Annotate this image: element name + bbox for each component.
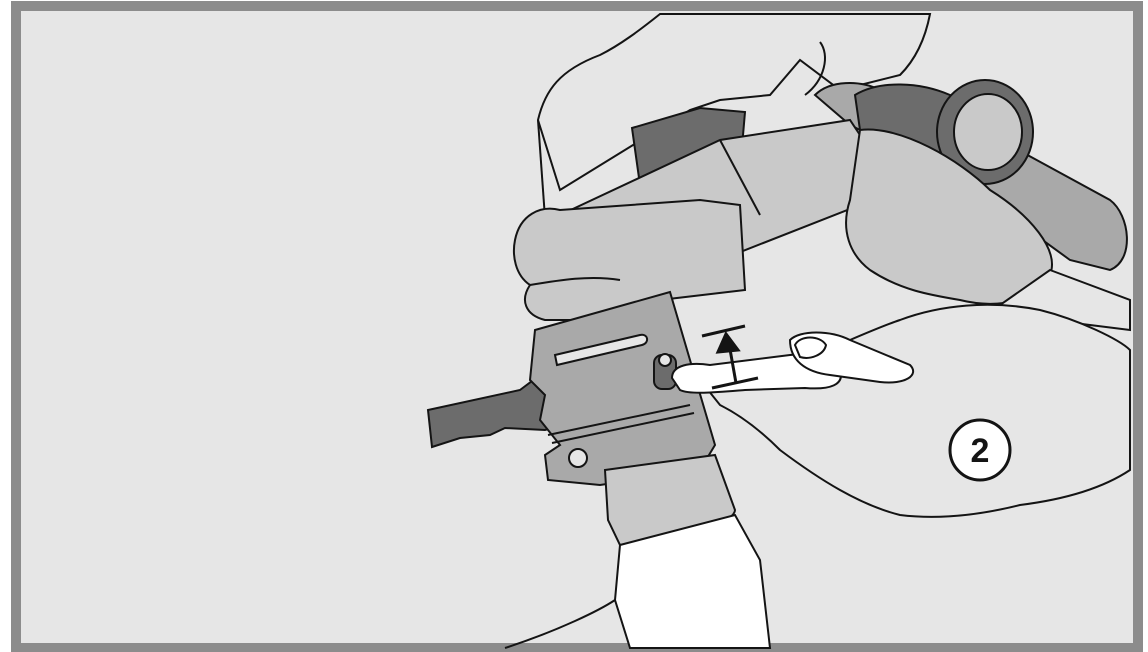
step-badge: 2	[950, 420, 1010, 480]
tube-end-face	[954, 94, 1022, 170]
step-number: 2	[971, 432, 990, 470]
adjustment-knob-dot	[659, 354, 671, 366]
bracket-hole	[569, 449, 587, 467]
